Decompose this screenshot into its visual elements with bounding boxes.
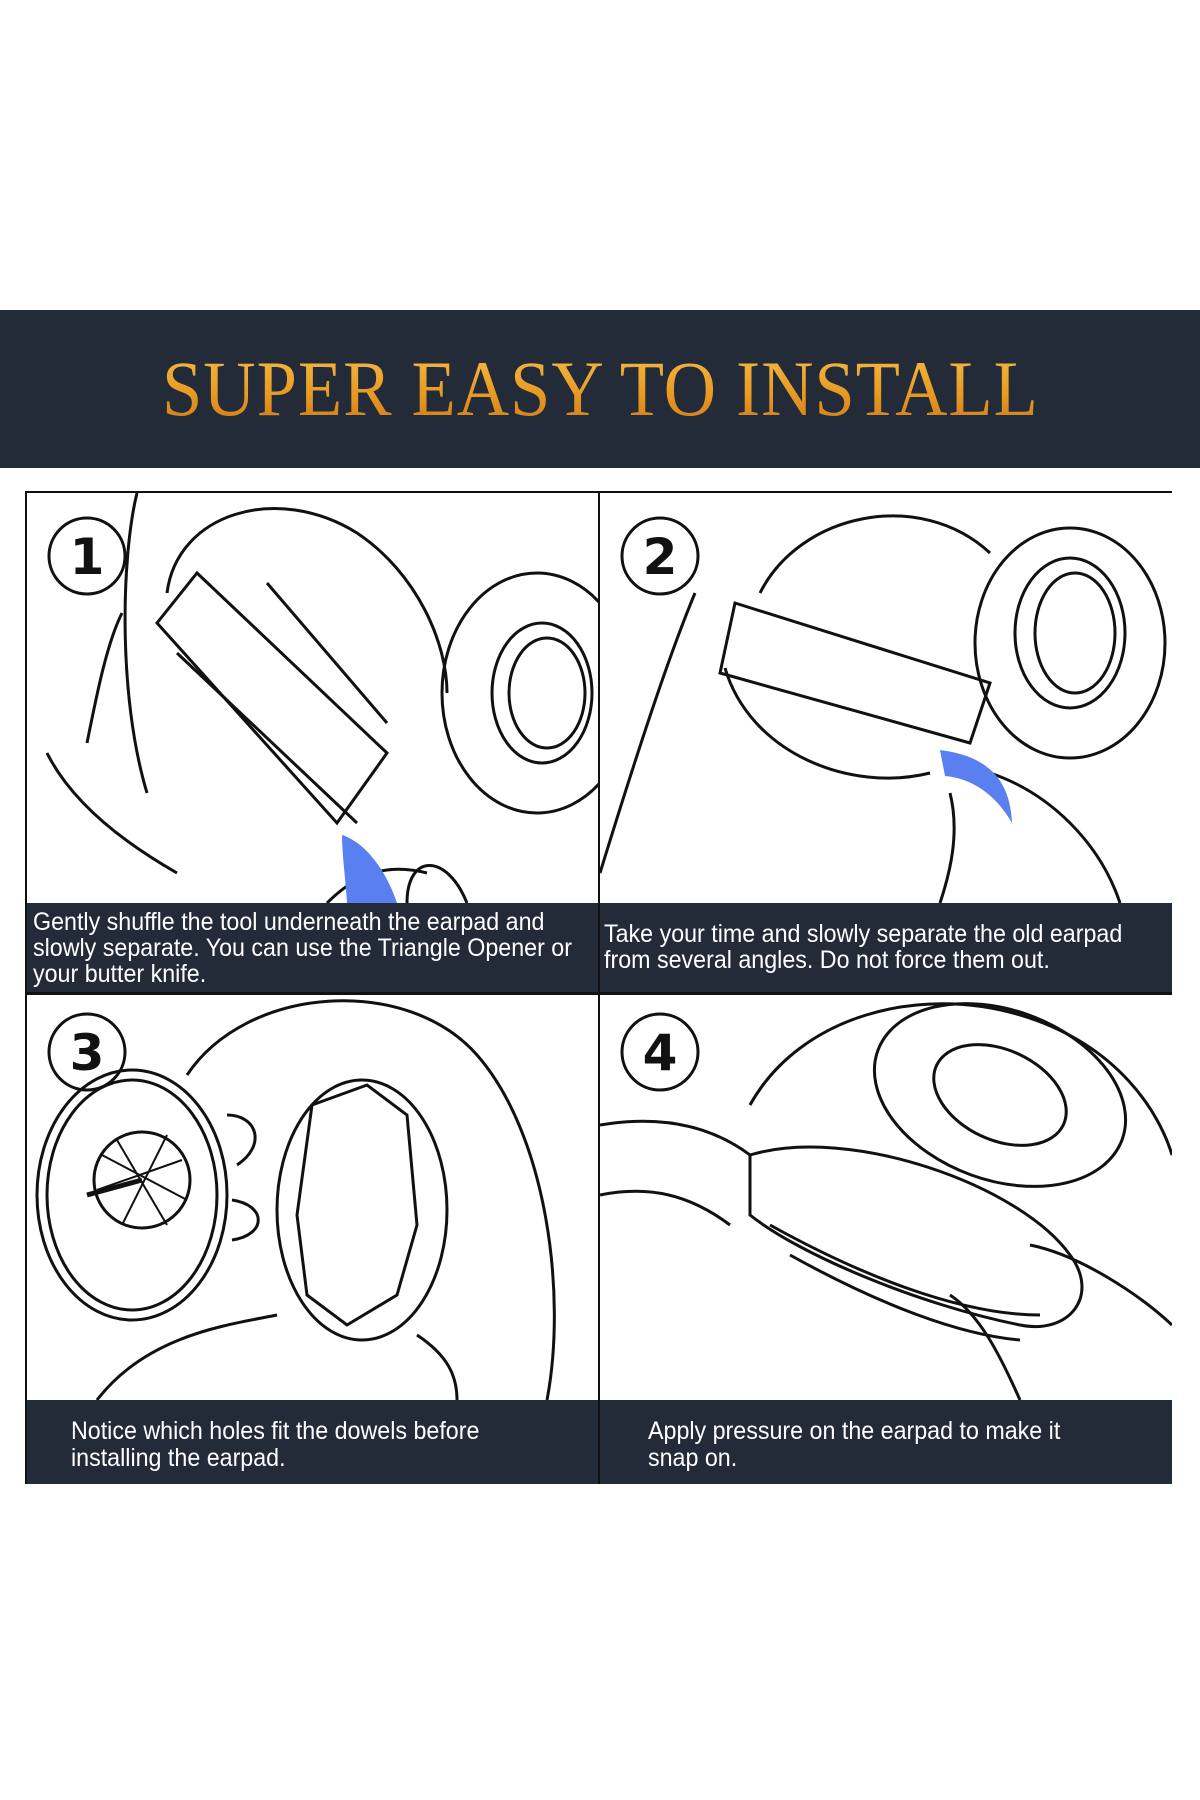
step-4-caption: Apply pressure on the earpad to make it … [648,1417,1061,1472]
step-1-caption: Gently shuffle the tool underneath the e… [33,908,572,988]
step-3-number-badge: 3 [70,1024,105,1082]
grid-divider-horizontal [27,992,1170,995]
page-title: SUPER EASY TO INSTALL [161,345,1039,432]
step-3-illustration [35,999,556,1400]
grid-divider-vertical [598,493,600,1482]
step-1-panel: 1 [27,493,598,903]
svg-text:4: 4 [643,1024,678,1082]
step-4-panel: 4 [600,995,1172,1400]
svg-text:2: 2 [643,528,678,586]
step-1-caption-box: Gently shuffle the tool underneath the e… [27,903,598,992]
step-4-illustration [600,1002,1172,1400]
step-4-number-badge: 4 [643,1024,678,1082]
step-1-number-badge: 1 [70,528,105,586]
step-2-number-badge: 2 [643,528,678,586]
step-2-caption-box: Take your time and slowly separate the o… [600,903,1172,992]
step-2-caption: Take your time and slowly separate the o… [604,920,1123,974]
step-3-panel: 3 [27,995,598,1400]
svg-text:1: 1 [70,528,105,586]
step-3-caption: Notice which holes fit the dowels before… [71,1417,480,1472]
step-2-panel: 2 [600,493,1172,903]
step-4-caption-box: Apply pressure on the earpad to make it … [600,1400,1172,1484]
svg-text:3: 3 [70,1024,105,1082]
title-banner: SUPER EASY TO INSTALL [0,310,1200,468]
step-2-illustration [600,514,1167,903]
step-3-caption-box: Notice which holes fit the dowels before… [27,1400,598,1484]
step-1-illustration [45,493,598,903]
steps-grid: 1 Gently shuffle the tool underneath the… [25,491,1172,1484]
